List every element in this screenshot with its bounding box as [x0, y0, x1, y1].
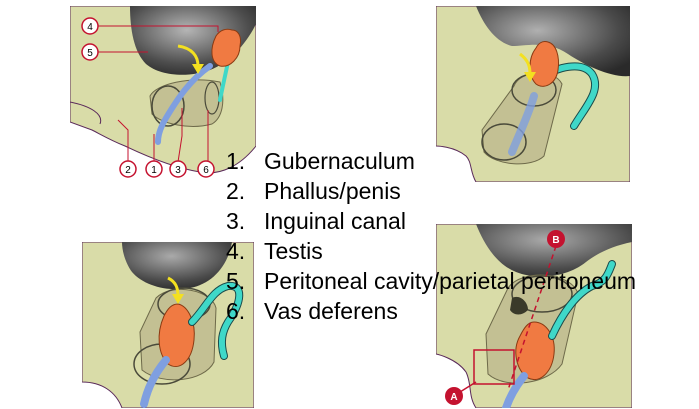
callout-3: 3 [169, 160, 187, 178]
descent-arrow-icon [177, 44, 200, 67]
callout-leader [459, 381, 477, 393]
vas-deferens [189, 282, 243, 359]
svg-text:6: 6 [203, 165, 209, 176]
legend-label: Testis [264, 238, 323, 264]
legend-item: 3.Inguinal canal [226, 208, 406, 234]
gubernaculum [502, 372, 528, 408]
arrowhead [524, 72, 536, 82]
highlight-box [473, 349, 515, 385]
callout-b: B [547, 230, 565, 248]
legend-list: 1.Gubernaculum 2.Phallus/penis 3.Inguina… [226, 146, 636, 326]
legend-label: Vas deferens [264, 298, 398, 324]
svg-text:4: 4 [87, 22, 93, 33]
legend-item: 2.Phallus/penis [226, 178, 401, 204]
diagram-panel-1: 4 5 2 1 3 6 [70, 6, 256, 178]
gubernaculum [140, 356, 170, 408]
testis [158, 303, 195, 367]
canal-ring [511, 275, 573, 313]
callout-6: 6 [197, 160, 215, 178]
legend-item: 5.Peritoneal cavity/parietal peritoneum [226, 268, 637, 294]
callout-1: 1 [145, 160, 163, 178]
legend-label: Gubernaculum [264, 148, 415, 174]
canal-ring [481, 123, 527, 161]
canal-opening [510, 296, 528, 315]
diagram-panel-4: B A [436, 224, 632, 408]
arrowhead [192, 64, 204, 74]
legend-label: Peritoneal cavity/parietal peritoneum [264, 268, 637, 294]
legend-label: Phallus/penis [264, 178, 401, 204]
legend-item: 4.Testis [226, 238, 323, 264]
legend-item: 6.Vas deferens [226, 298, 398, 324]
svg-text:3: 3 [175, 165, 181, 176]
canal-ring [151, 85, 185, 127]
gubernaculum [508, 92, 538, 156]
testis [515, 321, 555, 380]
svg-text:1: 1 [151, 165, 157, 176]
callout-a: A [445, 387, 463, 405]
peritoneal-cavity [476, 6, 630, 77]
callout-2: 2 [119, 160, 137, 178]
diagram-panel-3 [82, 242, 254, 408]
callout-5: 5 [81, 43, 99, 61]
svg-text:B: B [552, 235, 559, 246]
gubernaculum [155, 63, 213, 145]
vas-deferens [549, 261, 615, 339]
callout-4: 4 [81, 17, 99, 35]
legend-label: Inguinal canal [264, 208, 406, 234]
fold-notch [70, 101, 102, 125]
svg-text:A: A [450, 392, 457, 403]
arrowhead [172, 294, 184, 304]
svg-text:5: 5 [87, 48, 93, 59]
svg-text:2: 2 [125, 165, 131, 176]
leader-lines [98, 25, 219, 163]
section-line [507, 245, 557, 391]
peritoneal-cavity [122, 242, 232, 290]
testis [211, 28, 241, 67]
diagram-panel-2 [436, 6, 630, 182]
legend-item: 1.Gubernaculum [226, 148, 415, 174]
